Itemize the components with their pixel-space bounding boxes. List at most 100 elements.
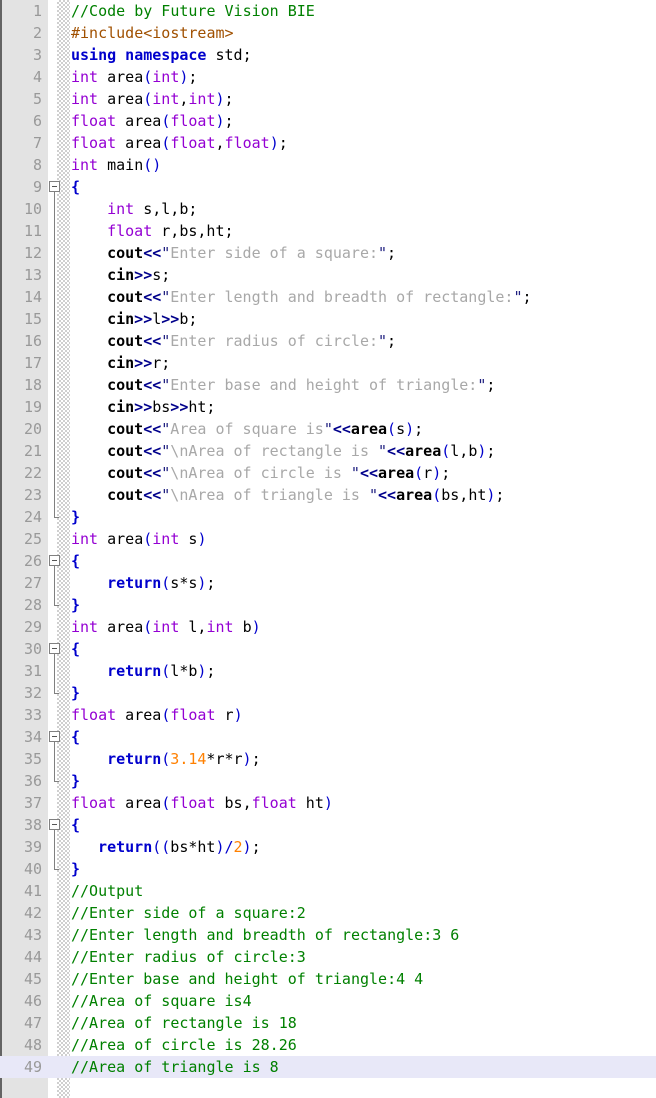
code-text[interactable]: cout<<"Enter length and breadth of recta… <box>107 286 531 308</box>
fold-collapse-box-icon[interactable] <box>48 638 70 660</box>
code-line[interactable]: 48//Area of circle is 28.26 <box>0 1034 656 1056</box>
code-text[interactable]: //Area of square is4 <box>71 990 252 1012</box>
code-text[interactable]: float area(float); <box>71 110 234 132</box>
code-text[interactable]: int main() <box>71 154 161 176</box>
code-text[interactable]: return(3.14*r*r); <box>107 748 261 770</box>
code-text[interactable]: cout<<"\nArea of triangle is "<<area(bs,… <box>107 484 504 506</box>
code-line[interactable]: 43//Enter length and breadth of rectangl… <box>0 924 656 946</box>
code-text[interactable]: return(s*s); <box>107 572 215 594</box>
code-text[interactable]: { <box>71 176 80 198</box>
code-text[interactable]: cout<<"\nArea of rectangle is "<<area(l,… <box>107 440 495 462</box>
code-text[interactable]: cin>>l>>b; <box>107 308 197 330</box>
code-line[interactable]: 32} <box>0 682 656 704</box>
code-text[interactable]: //Enter base and height of triangle:4 4 <box>71 968 423 990</box>
code-line[interactable]: 2#include<iostream> <box>0 22 656 44</box>
code-line[interactable]: 38{ <box>0 814 656 836</box>
code-text[interactable]: { <box>71 550 80 572</box>
code-text[interactable]: return(l*b); <box>107 660 215 682</box>
code-text[interactable]: int s,l,b; <box>107 198 197 220</box>
code-text[interactable]: cin>>bs>>ht; <box>107 396 215 418</box>
code-line[interactable]: 41//Output <box>0 880 656 902</box>
code-text[interactable]: cin>>r; <box>107 352 170 374</box>
code-line[interactable]: 30{ <box>0 638 656 660</box>
code-text[interactable]: } <box>71 682 80 704</box>
code-text[interactable]: cout<<"Enter base and height of triangle… <box>107 374 495 396</box>
code-text[interactable]: int area(int s) <box>71 528 206 550</box>
fold-collapse-box-icon[interactable] <box>48 726 70 748</box>
code-text[interactable]: using namespace std; <box>71 44 252 66</box>
code-line[interactable]: 45//Enter base and height of triangle:4 … <box>0 968 656 990</box>
fold-minus-icon[interactable] <box>49 643 60 654</box>
code-text[interactable]: cout<<"Area of square is"<<area(s); <box>107 418 423 440</box>
code-text[interactable]: //Area of circle is 28.26 <box>71 1034 297 1056</box>
fold-minus-icon[interactable] <box>49 555 60 566</box>
fold-minus-icon[interactable] <box>49 731 60 742</box>
code-line[interactable]: 47//Area of rectangle is 18 <box>0 1012 656 1034</box>
code-text[interactable]: //Output <box>71 880 143 902</box>
code-line[interactable]: 1//Code by Future Vision BIE <box>0 0 656 22</box>
code-text[interactable]: #include<iostream> <box>71 22 234 44</box>
code-text[interactable]: { <box>71 638 80 660</box>
code-text[interactable]: } <box>71 858 80 880</box>
code-line[interactable]: 49//Area of triangle is 8 <box>0 1056 656 1078</box>
code-line[interactable]: 9{ <box>0 176 656 198</box>
code-text[interactable]: } <box>71 506 80 528</box>
code-text[interactable]: { <box>71 814 80 836</box>
code-text[interactable]: cout<<"Enter radius of circle:"; <box>107 330 396 352</box>
code-text[interactable]: float area(float r) <box>71 704 243 726</box>
code-line[interactable]: 26{ <box>0 550 656 572</box>
code-line[interactable]: 24} <box>0 506 656 528</box>
fold-minus-icon[interactable] <box>49 819 60 830</box>
code-text[interactable]: cout<<"\nArea of circle is "<<area(r); <box>107 462 450 484</box>
code-text[interactable]: { <box>71 726 80 748</box>
code-text[interactable]: float area(float,float); <box>71 132 288 154</box>
code-text[interactable]: //Code by Future Vision BIE <box>71 0 315 22</box>
code-line[interactable]: 42//Enter side of a square:2 <box>0 902 656 924</box>
fold-collapse-box-icon[interactable] <box>48 550 70 572</box>
code-text[interactable]: float r,bs,ht; <box>107 220 233 242</box>
code-text[interactable]: int area(int l,int b) <box>71 616 261 638</box>
code-text[interactable]: int area(int); <box>71 66 197 88</box>
code-text[interactable]: int area(int,int); <box>71 88 234 110</box>
code-line[interactable]: 28} <box>0 594 656 616</box>
code-text[interactable]: cout<<"Enter side of a square:"; <box>107 242 396 264</box>
code-text[interactable]: //Enter length and breadth of rectangle:… <box>71 924 459 946</box>
fold-collapse-box-icon[interactable] <box>48 814 70 836</box>
code-line[interactable]: 34{ <box>0 726 656 748</box>
code-line[interactable]: 40} <box>0 858 656 880</box>
code-text[interactable]: } <box>71 770 80 792</box>
code-text[interactable]: //Area of rectangle is 18 <box>71 1012 297 1034</box>
code-text[interactable]: return((bs*ht)/2); <box>98 836 261 858</box>
fold-collapse-box-icon[interactable] <box>48 176 70 198</box>
code-line[interactable]: 36} <box>0 770 656 792</box>
code-text[interactable]: float area(float bs,float ht) <box>71 792 333 814</box>
code-line[interactable]: 46//Area of square is4 <box>0 990 656 1012</box>
code-line[interactable]: 44//Enter radius of circle:3 <box>0 946 656 968</box>
